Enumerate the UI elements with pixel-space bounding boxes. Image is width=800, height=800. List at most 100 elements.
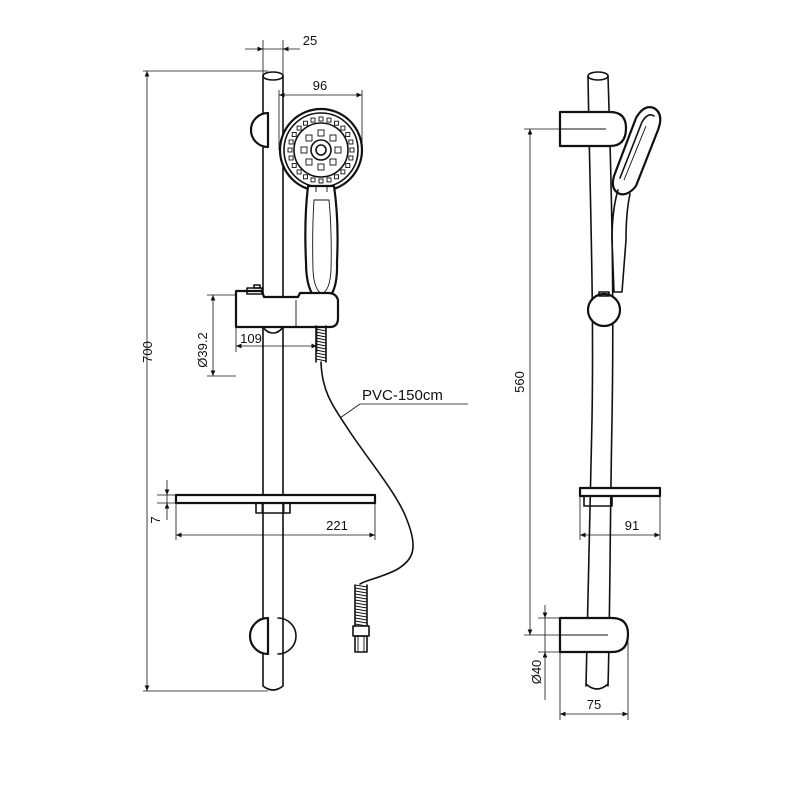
spiral-coil: [315, 331, 327, 335]
spiral-outline: [354, 584, 368, 627]
dim-shelf-thickness: 7: [148, 480, 176, 524]
nozzle: [291, 163, 297, 168]
nozzle: [345, 132, 351, 137]
spiral-coil: [315, 337, 327, 341]
nozzle: [291, 132, 297, 137]
nozzle: [326, 117, 332, 123]
shelf: [174, 493, 377, 514]
nozzle: [334, 174, 339, 180]
spiral-coil: [354, 596, 368, 600]
center-nozzle: [317, 129, 325, 137]
front-view: 700 25 96 Ø39.2: [140, 33, 468, 692]
center-nozzle: [300, 146, 308, 154]
nozzle: [348, 155, 354, 161]
dim-bar-length: 700: [140, 70, 268, 692]
spiral-coil: [354, 590, 368, 594]
spiral-coil: [315, 358, 327, 362]
center-nozzle: [329, 134, 337, 142]
nozzle: [334, 120, 339, 126]
center-nozzle: [305, 158, 313, 166]
center-nozzle: [334, 146, 342, 154]
side-shelf: [578, 486, 662, 507]
side-hand-shower: [611, 106, 662, 293]
side-slide-bar: [585, 71, 614, 690]
spiral-coil: [315, 346, 327, 350]
spiral-coil: [354, 605, 368, 609]
side-bottom-bracket: [558, 616, 630, 654]
dim-shelf-depth-label: 91: [625, 518, 639, 533]
spiral-coil: [315, 325, 327, 329]
dim-bracket-diameter: Ø40: [529, 605, 562, 700]
nozzle: [348, 139, 354, 145]
spiral-coil: [315, 334, 327, 338]
dim-bar-length-label: 700: [140, 341, 155, 363]
hand-shower-head: [278, 107, 364, 193]
spiral-coil: [354, 620, 368, 624]
dim-shelf-depth: 91: [579, 496, 661, 540]
nozzle: [310, 117, 316, 123]
dim-shelf-thickness-label: 7: [148, 516, 163, 523]
center-nozzle: [329, 158, 337, 166]
nozzle: [318, 116, 324, 122]
spiral-coil: [354, 587, 368, 591]
dim-shelf-width: 221: [175, 503, 376, 540]
dim-bar-diameter: 25: [245, 33, 317, 80]
dim-holder-length: 109: [235, 327, 318, 352]
dim-shelf-width-label: 221: [326, 518, 348, 533]
dim-bracket-diameter-label: Ø40: [529, 660, 544, 685]
spiral-coil: [354, 614, 368, 618]
spiral-coil: [354, 611, 368, 615]
nozzle-ring: [287, 116, 355, 184]
dim-bracket-depth: 75: [559, 640, 629, 720]
nozzle: [340, 169, 346, 175]
spiral-coil: [315, 340, 327, 344]
nozzle: [287, 147, 293, 153]
hose-nut: [352, 625, 370, 653]
dim-bracket-depth-label: 75: [587, 697, 601, 712]
center-nozzle: [317, 163, 325, 171]
hose-connector-bottom: [354, 584, 368, 627]
spiral-coil: [354, 617, 368, 621]
spiral-coil: [315, 328, 327, 332]
top-wall-bracket: [249, 111, 270, 149]
dim-bar-diameter-label: 25: [303, 33, 317, 48]
spiral-coil: [315, 355, 327, 359]
spiral-coil: [354, 593, 368, 597]
center-nozzles: [300, 129, 342, 171]
nozzle: [340, 125, 346, 131]
nozzle: [303, 120, 308, 126]
bottom-wall-bracket: [248, 616, 297, 656]
hand-shower-handle: [304, 184, 339, 305]
dim-head-width: 96: [278, 78, 363, 150]
nozzle: [345, 163, 351, 168]
nozzle: [296, 125, 302, 131]
nozzle: [318, 178, 324, 184]
dim-holder-length-label: 109: [240, 331, 262, 346]
hose: [320, 361, 414, 585]
nozzle: [326, 177, 332, 183]
dim-holder-diameter-label: Ø39.2: [195, 332, 210, 367]
spiral-coil: [354, 584, 368, 588]
nozzle: [349, 147, 355, 153]
dim-holder-diameter: Ø39.2: [195, 294, 236, 377]
slider-holder: [234, 284, 340, 334]
nozzle: [296, 169, 302, 175]
nozzle: [288, 155, 294, 161]
nozzle: [288, 139, 294, 145]
spiral-coil: [354, 599, 368, 603]
nozzle: [310, 177, 316, 183]
spiral-coil: [315, 349, 327, 353]
dim-head-width-label: 96: [313, 78, 327, 93]
dim-bracket-spacing: 560: [512, 128, 562, 636]
nozzle: [303, 174, 308, 180]
slide-bar: [262, 71, 284, 691]
spiral-coil: [315, 352, 327, 356]
hose-label: PVC-150cm: [362, 387, 443, 404]
spiral-coil: [315, 343, 327, 347]
hose-label-leader: PVC-150cm: [339, 387, 468, 419]
side-view: 560 91 Ø40 75: [512, 71, 662, 720]
dim-bracket-spacing-label: 560: [512, 371, 527, 393]
side-top-bracket: [558, 110, 628, 148]
side-holder: [586, 291, 622, 328]
